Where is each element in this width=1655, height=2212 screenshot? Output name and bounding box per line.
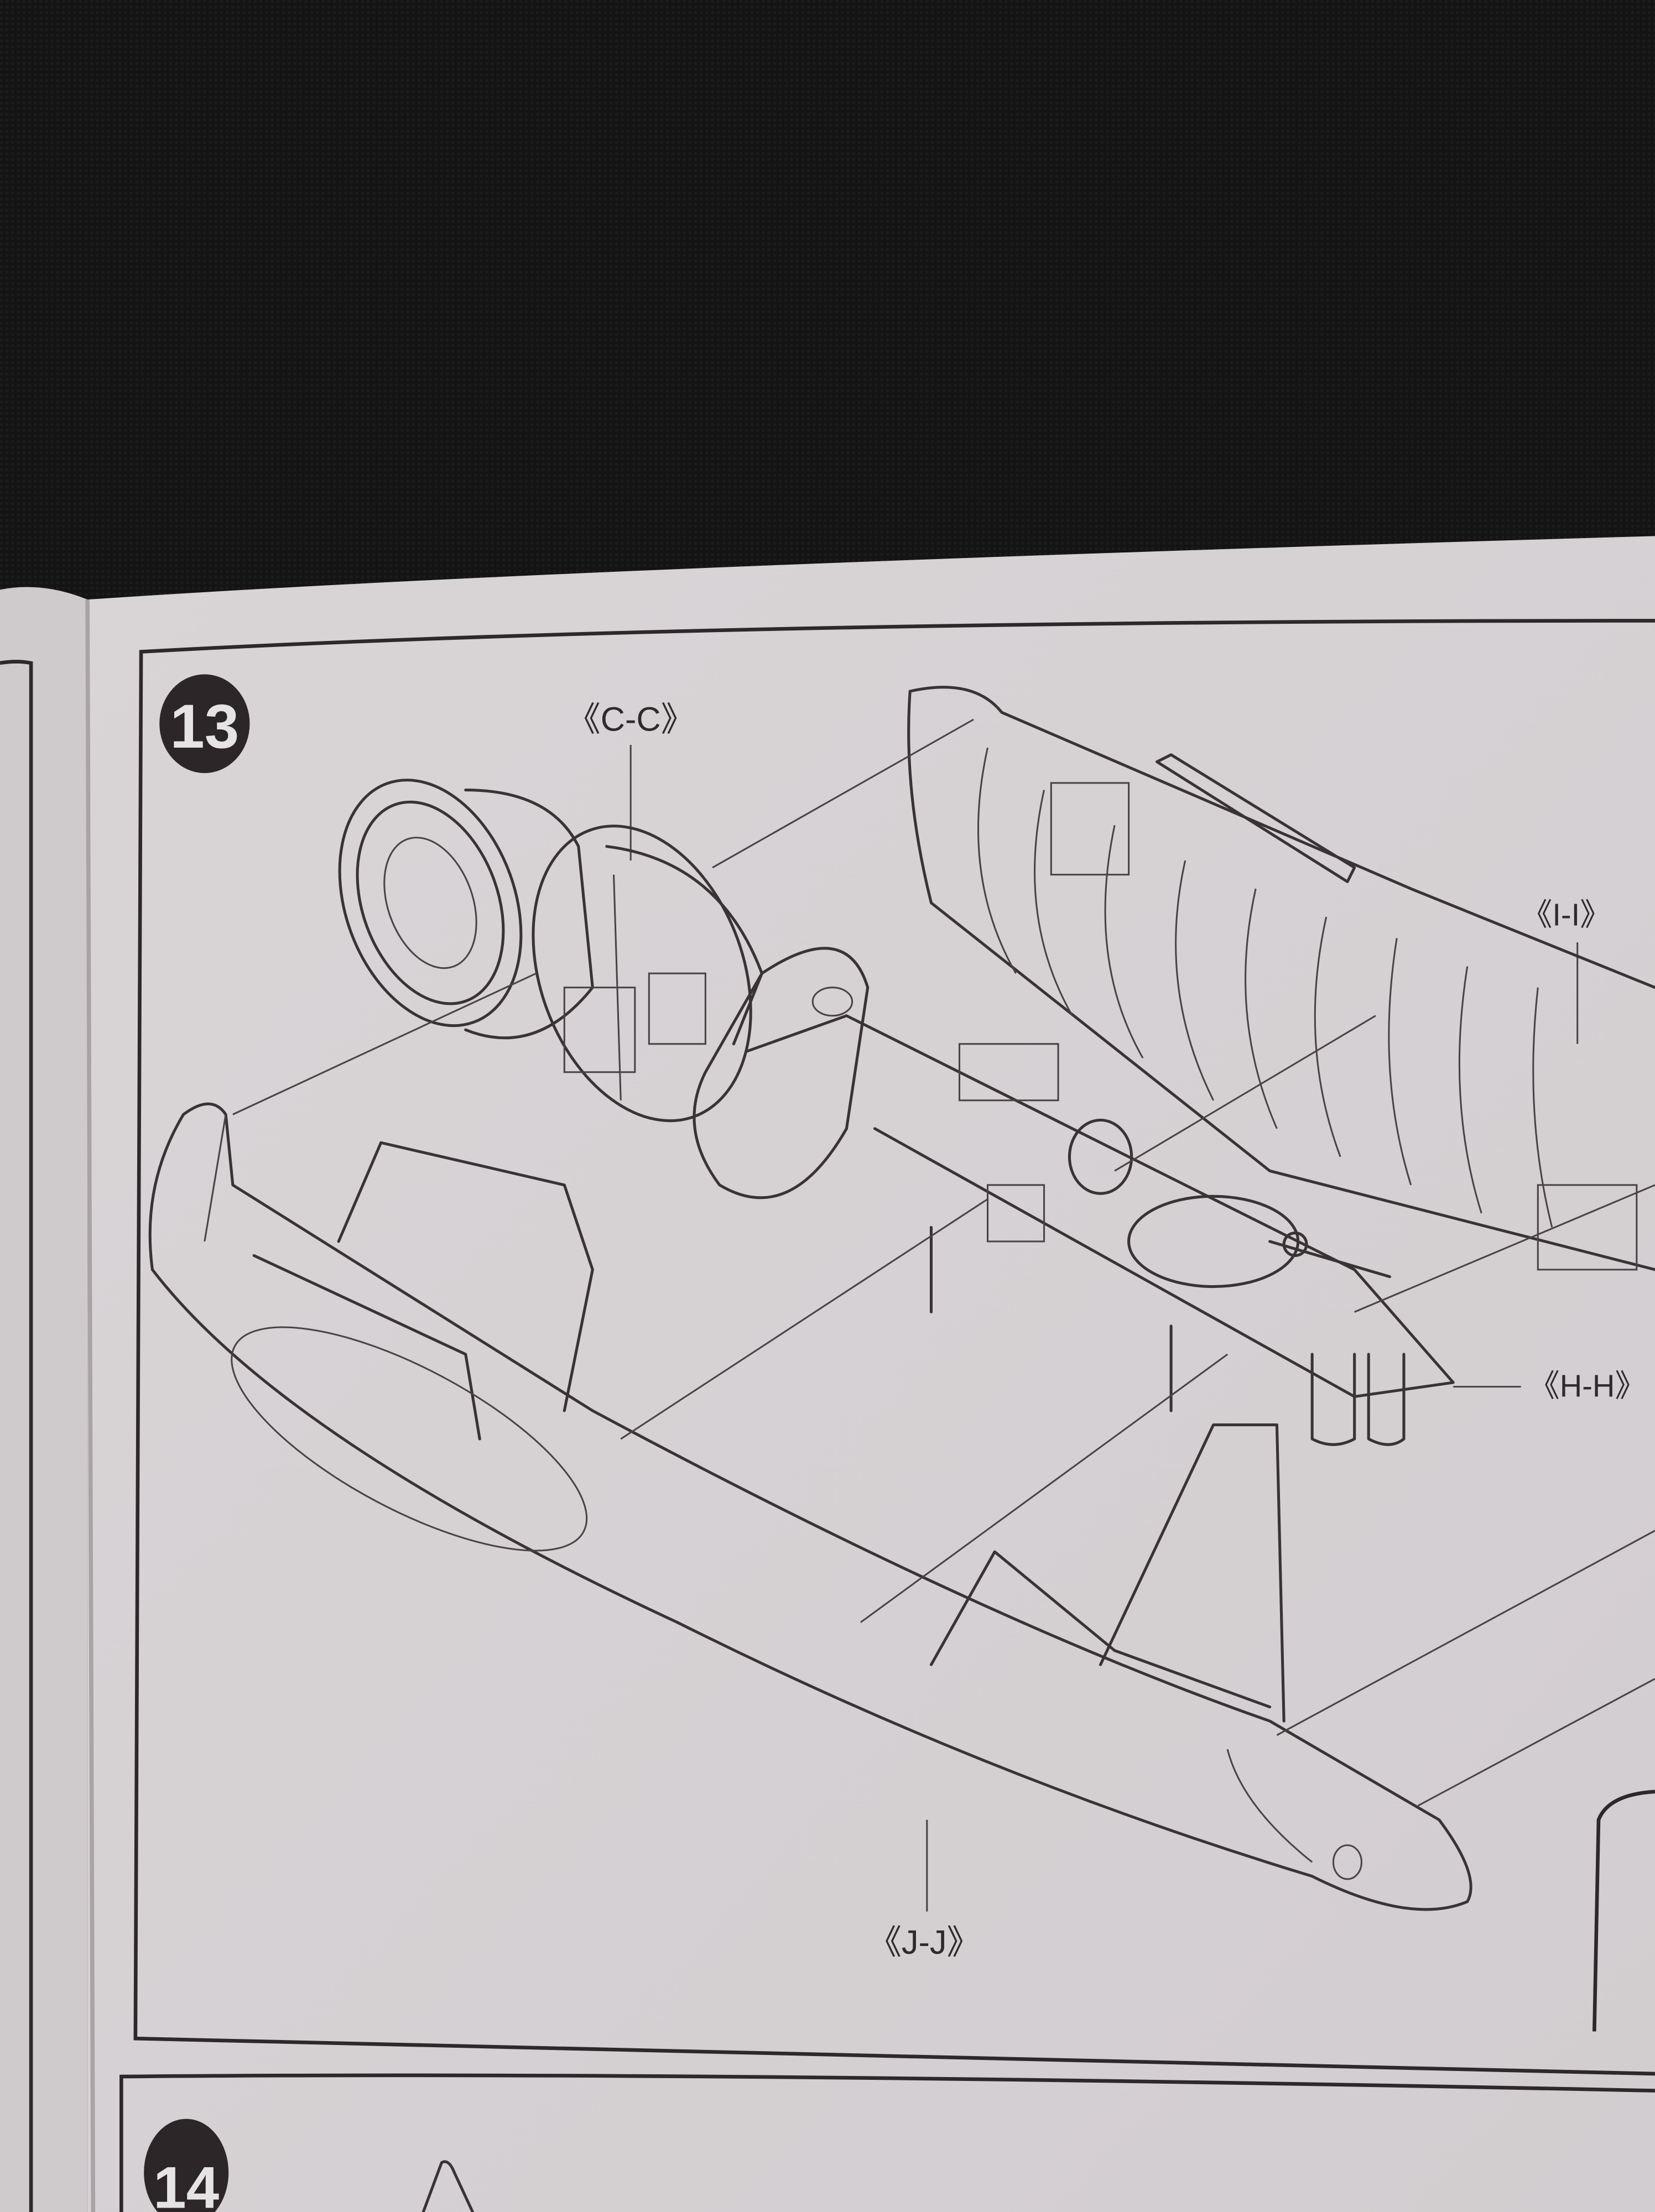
label-i-i: 《I-I》 <box>1521 897 1611 932</box>
guide-arrow <box>1276 1530 1655 1736</box>
guide-arrow <box>620 1198 988 1440</box>
guide-arrow <box>712 718 974 869</box>
side-box <box>1592 1790 1655 2032</box>
guide-arrow <box>860 1353 1229 1623</box>
left-page-frame <box>0 660 33 2212</box>
fuselage-lower-half-drawing <box>148 1102 1472 1911</box>
assembly-guide-lines <box>232 718 1655 1807</box>
step-13-frame <box>133 619 1655 2076</box>
left-page <box>0 587 88 2212</box>
guide-arrow <box>1354 1184 1655 1313</box>
guide-arrow <box>1417 1678 1655 1807</box>
engine-assembly-drawing <box>338 779 763 1123</box>
step-13-badge: 13 <box>159 674 250 773</box>
step-14-frame <box>119 2073 1655 2212</box>
guide-arrow <box>1114 1015 1376 1172</box>
step-14-badge: 14 <box>144 2119 229 2212</box>
step-14-part-outline <box>421 2160 475 2212</box>
label-j-j: 《J-J》 <box>868 1923 981 1961</box>
step-13-number: 13 <box>170 691 239 761</box>
right-page <box>87 536 1655 2212</box>
fuselage-upper-half-drawing <box>907 686 1655 1271</box>
label-h-h: 《H-H》 <box>1529 1369 1646 1404</box>
label-c-c: 《C-C》 <box>567 700 695 738</box>
page-fold <box>85 599 96 2212</box>
cockpit-floor-drawing <box>693 947 1455 1446</box>
step-14-number: 14 <box>153 2154 219 2212</box>
guide-arrow <box>232 972 537 1115</box>
